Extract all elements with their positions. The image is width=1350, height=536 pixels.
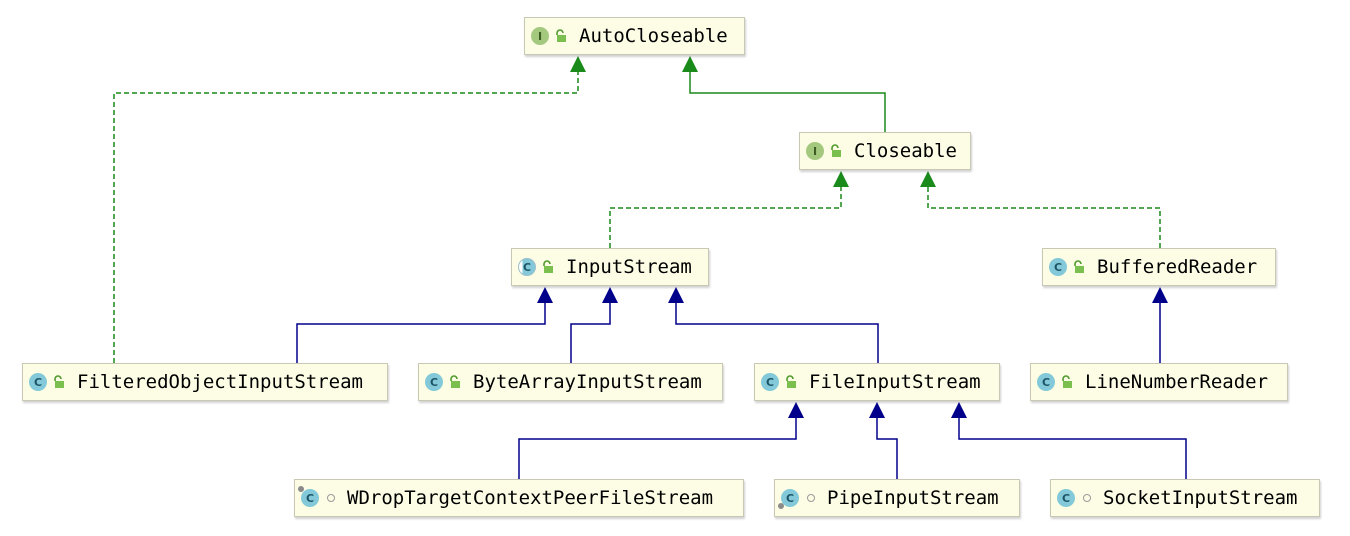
pin-icon xyxy=(778,503,784,509)
node-socketinputstream[interactable]: C SocketInputStream xyxy=(1050,479,1320,517)
edge-filteredobjectinputstream-to-autocloseable xyxy=(113,56,586,363)
node-bytearrayinputstream[interactable]: C ByteArrayInputStream xyxy=(418,363,723,401)
node-label: LineNumberReader xyxy=(1085,371,1269,393)
class-icon: C xyxy=(425,373,443,391)
node-label: AutoCloseable xyxy=(579,25,728,47)
arrowhead xyxy=(1152,287,1168,303)
edge-line xyxy=(958,416,1187,479)
interface-icon: I xyxy=(806,142,824,160)
node-wdroptargetcontextpeerfilestream[interactable]: C WDropTargetContextPeerFileStream xyxy=(294,479,744,517)
arrowhead xyxy=(537,287,553,303)
public-lock-icon xyxy=(543,260,553,273)
edge-line xyxy=(518,416,797,479)
edge-line xyxy=(296,301,546,363)
edge-pipeinputstream-to-fileinputstream xyxy=(869,402,898,479)
package-private-icon xyxy=(1083,494,1091,502)
node-bufferedreader[interactable]: C BufferedReader xyxy=(1042,248,1276,286)
edge-line xyxy=(570,301,611,363)
node-label: WDropTargetContextPeerFileStream xyxy=(347,487,714,509)
arrowhead xyxy=(869,402,885,418)
edge-fileinputstream-to-inputstream xyxy=(668,287,879,363)
class-icon: C xyxy=(761,373,779,391)
node-label: Closeable xyxy=(854,140,957,162)
package-private-icon xyxy=(327,494,335,502)
class-icon: C xyxy=(298,486,319,507)
public-lock-icon xyxy=(54,375,64,388)
node-linenumberreader[interactable]: C LineNumberReader xyxy=(1030,363,1288,401)
interface-icon: I xyxy=(531,27,549,45)
arrowhead xyxy=(788,402,804,418)
public-lock-icon xyxy=(1074,260,1084,273)
node-fileinputstream[interactable]: C FileInputStream xyxy=(754,363,1000,401)
edge-line xyxy=(609,185,842,248)
node-pipeinputstream[interactable]: C PipeInputStream xyxy=(774,479,1020,517)
class-icon: C xyxy=(29,373,47,391)
class-icon: C xyxy=(1049,258,1067,276)
arrowhead xyxy=(682,56,698,72)
edge-closeable-to-autocloseable xyxy=(682,56,886,132)
edge-line xyxy=(876,416,898,479)
edge-line xyxy=(675,301,879,363)
arrowhead xyxy=(602,287,618,303)
node-label: SocketInputStream xyxy=(1103,487,1298,509)
edge-linenumberreader-to-bufferedreader xyxy=(1152,287,1168,363)
node-closeable[interactable]: I Closeable xyxy=(799,132,971,170)
edge-inputstream-to-closeable xyxy=(609,171,849,248)
public-lock-icon xyxy=(450,375,460,388)
class-icon: C xyxy=(778,489,799,509)
node-label: ByteArrayInputStream xyxy=(473,371,702,393)
public-lock-icon xyxy=(556,29,566,42)
edge-line xyxy=(689,70,886,132)
node-autocloseable[interactable]: I AutoCloseable xyxy=(524,17,745,55)
node-label: InputStream xyxy=(566,256,692,278)
class-icon: C xyxy=(1037,373,1055,391)
edge-line xyxy=(113,70,579,363)
class-icon: C xyxy=(1057,489,1075,507)
node-filteredobjectinputstream[interactable]: C FilteredObjectInputStream xyxy=(22,363,388,401)
node-inputstream[interactable]: C InputStream xyxy=(511,248,709,286)
public-lock-icon xyxy=(831,144,841,157)
edge-bytearrayinputstream-to-inputstream xyxy=(570,287,618,363)
edge-wdroptargetcontextpeerfilestream-to-fileinputstream xyxy=(518,402,804,479)
node-label: BufferedReader xyxy=(1097,256,1258,278)
edge-socketinputstream-to-fileinputstream xyxy=(951,402,1187,479)
edge-line xyxy=(927,185,1161,248)
node-label: PipeInputStream xyxy=(827,487,999,509)
edge-filteredobjectinputstream-to-inputstream xyxy=(296,287,553,363)
package-private-icon xyxy=(807,494,815,502)
node-label: FilteredObjectInputStream xyxy=(77,371,363,393)
node-label: FileInputStream xyxy=(809,371,981,393)
arrowhead xyxy=(570,56,586,72)
public-lock-icon xyxy=(786,375,796,388)
abstract-class-icon: C xyxy=(518,258,536,276)
pin-icon xyxy=(298,486,304,492)
arrowhead xyxy=(951,402,967,418)
arrowhead xyxy=(920,171,936,187)
arrowhead xyxy=(668,287,684,303)
edge-bufferedreader-to-closeable xyxy=(920,171,1161,248)
public-lock-icon xyxy=(1062,375,1072,388)
arrowhead xyxy=(833,171,849,187)
